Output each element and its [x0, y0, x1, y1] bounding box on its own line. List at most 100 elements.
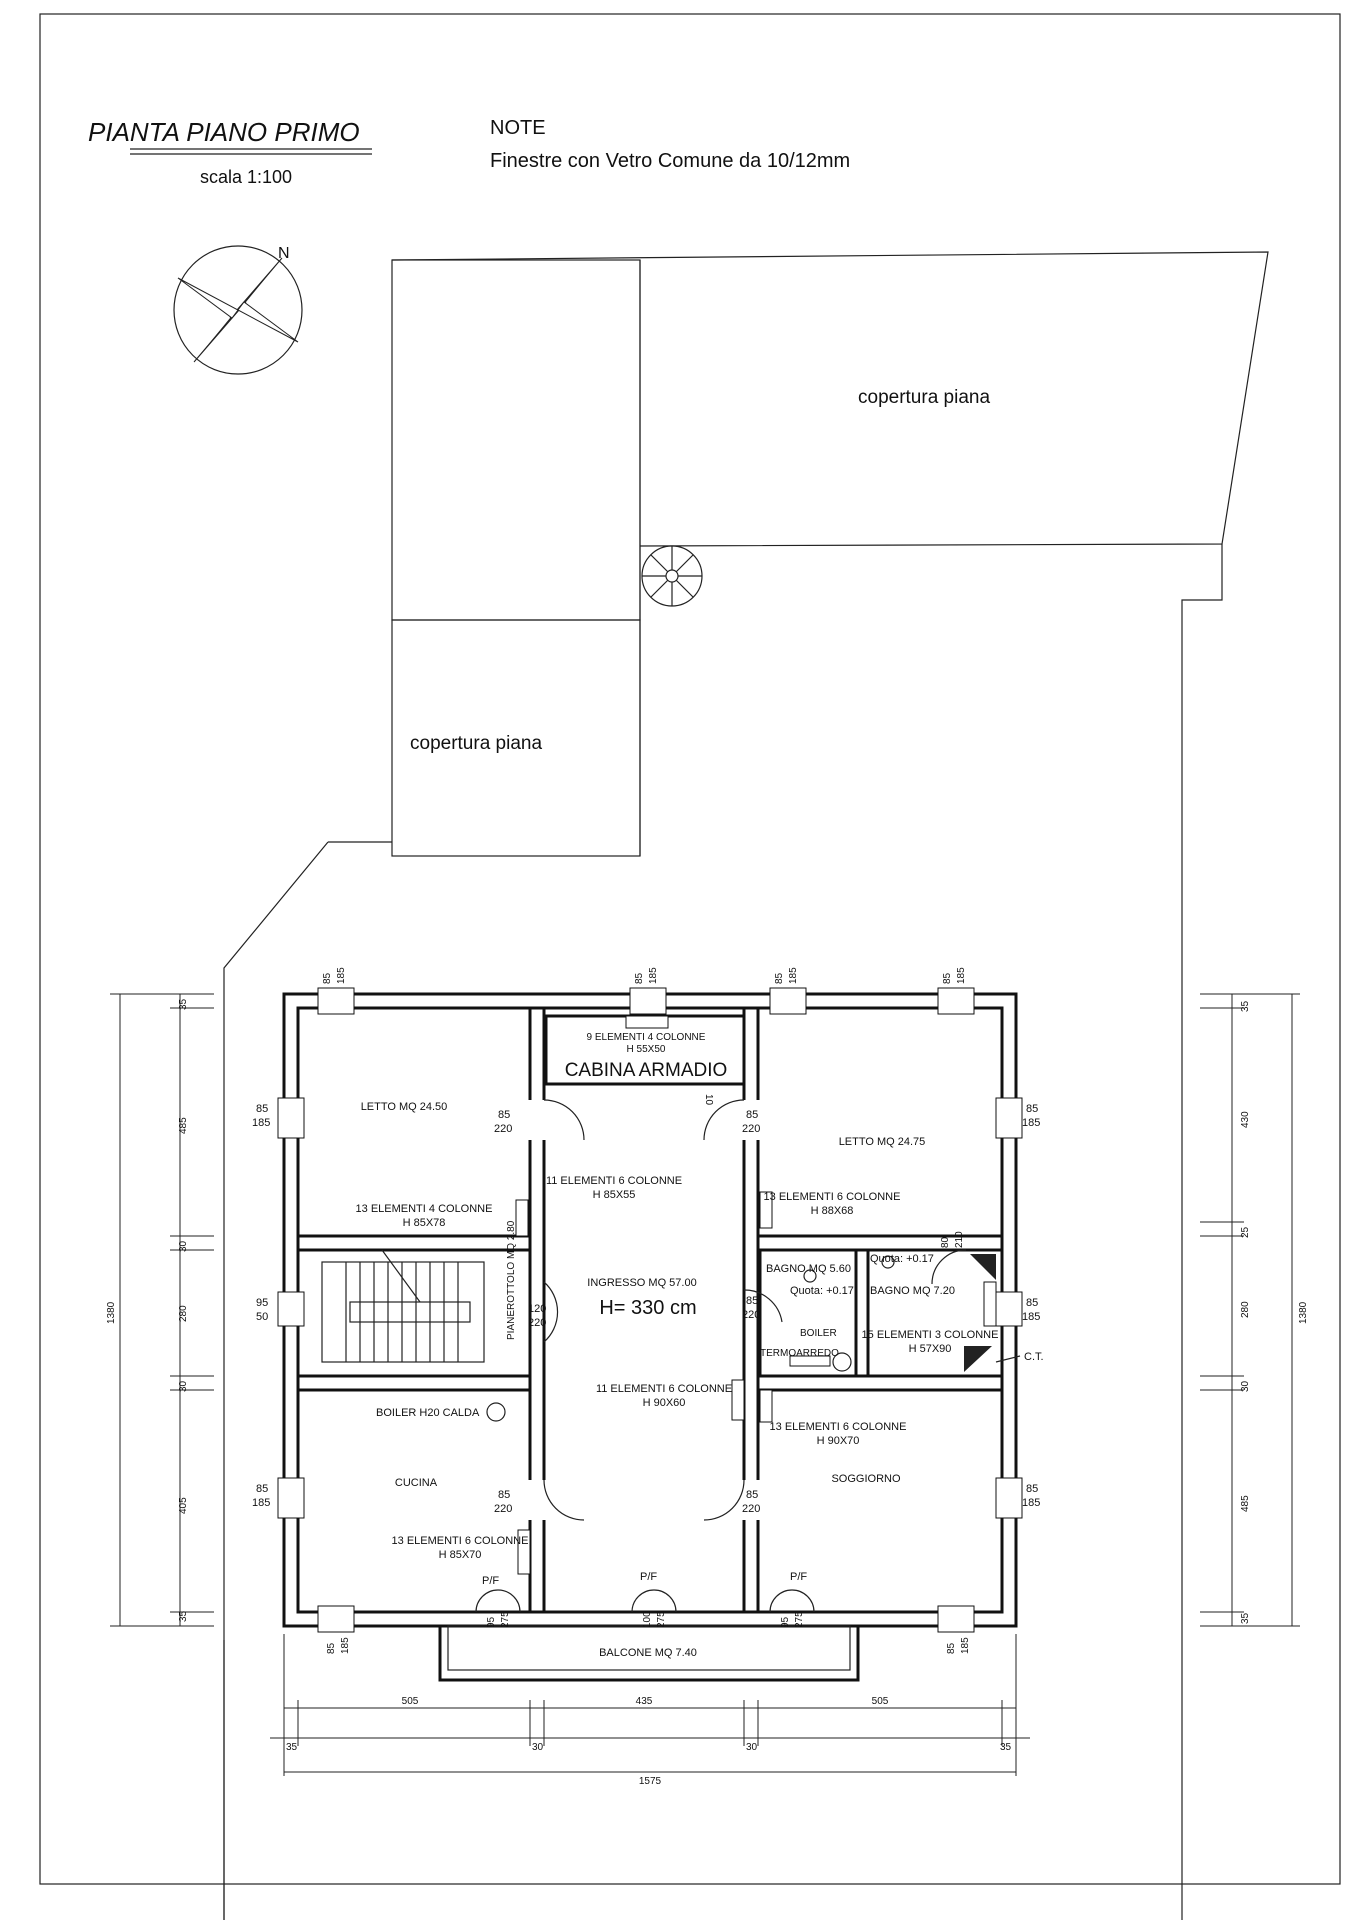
roof-left-label: copertura piana: [410, 733, 542, 754]
ct-label: C.T.: [1024, 1351, 1044, 1363]
bagno-2-quota: Quota: +0.17: [870, 1253, 934, 1265]
svg-text:85: 85: [1026, 1103, 1038, 1115]
rad-bagno2-2: H 57X90: [909, 1343, 952, 1355]
svg-text:30: 30: [532, 1742, 544, 1753]
svg-text:85: 85: [498, 1109, 510, 1121]
rad-letto-r-2: H 88X68: [811, 1205, 854, 1217]
rad-sogg-2: H 90X70: [817, 1435, 860, 1447]
svg-text:220: 220: [742, 1123, 760, 1135]
dimension-chain-right: 35 430 25 280 30 485 35 1380: [1200, 993, 1309, 1627]
room-cabina: CABINA ARMADIO: [565, 1060, 728, 1081]
svg-text:220: 220: [528, 1317, 546, 1329]
svg-text:10: 10: [703, 1094, 714, 1106]
room-cucina: CUCINA: [395, 1477, 438, 1489]
room-bagno-1: BAGNO MQ 5.60: [766, 1263, 851, 1275]
room-pianerottolo: PIANEROTTOLO MQ 2.80: [506, 1220, 517, 1340]
balcony-inner: [447, 1625, 851, 1671]
rad-letto-l-2: H 85X78: [403, 1217, 446, 1229]
svg-text:35: 35: [1240, 1612, 1251, 1624]
svg-text:280: 280: [178, 1305, 189, 1322]
svg-text:P/F: P/F: [482, 1575, 499, 1587]
dimension-chain-bottom: 505 435 505 35 30 30 35 1575: [270, 1634, 1030, 1787]
plan-scale: scala 1:100: [200, 167, 292, 187]
svg-text:485: 485: [1240, 1495, 1251, 1512]
svg-text:220: 220: [494, 1123, 512, 1135]
svg-text:485: 485: [178, 1117, 189, 1134]
rad-letto-l-1: 13 ELEMENTI 4 COLONNE: [356, 1203, 493, 1215]
svg-text:85: 85: [746, 1489, 758, 1501]
room-bagno-2: BAGNO MQ 7.20: [870, 1285, 955, 1297]
svg-text:85: 85: [322, 972, 333, 984]
svg-text:1380: 1380: [1298, 1301, 1309, 1324]
svg-text:50: 50: [256, 1311, 268, 1323]
svg-text:275: 275: [656, 1611, 667, 1628]
site-boundary-right: [1181, 544, 1223, 1925]
svg-text:25: 25: [1240, 1226, 1251, 1238]
room-ingresso: INGRESSO MQ 57.00: [587, 1277, 696, 1289]
svg-text:35: 35: [1240, 1000, 1251, 1012]
svg-text:85: 85: [746, 1295, 758, 1307]
svg-text:185: 185: [648, 967, 659, 984]
svg-text:280: 280: [1240, 1301, 1251, 1318]
plan-title: PIANTA PIANO PRIMO: [88, 117, 360, 147]
svg-text:85: 85: [326, 1642, 337, 1654]
roof-left-upper: [391, 259, 641, 621]
svg-text:85: 85: [1026, 1297, 1038, 1309]
dimension-chain-left: 35 485 30 280 30 405 35 1380: [106, 993, 214, 1627]
svg-text:P/F: P/F: [640, 1571, 657, 1583]
svg-text:185: 185: [1022, 1497, 1040, 1509]
site-boundary-left: [223, 841, 329, 1925]
room-balcone: BALCONE MQ 7.40: [599, 1647, 697, 1659]
boiler-h2o-label: BOILER H20 CALDA: [376, 1407, 480, 1419]
svg-text:80: 80: [940, 1236, 951, 1248]
svg-text:435: 435: [636, 1696, 653, 1707]
roof-right-label: copertura piana: [858, 387, 990, 408]
svg-text:30: 30: [1240, 1380, 1251, 1392]
svg-text:185: 185: [960, 1637, 971, 1654]
svg-text:185: 185: [336, 967, 347, 984]
rad-cucina-1: 13 ELEMENTI 6 COLONNE: [392, 1535, 529, 1547]
svg-text:220: 220: [494, 1503, 512, 1515]
svg-text:185: 185: [252, 1117, 270, 1129]
svg-text:185: 185: [788, 967, 799, 984]
north-compass-icon: N: [173, 245, 303, 375]
stair-icon: [321, 1249, 485, 1363]
note-title: NOTE: [490, 117, 546, 139]
svg-text:95: 95: [486, 1616, 497, 1628]
window-marks: [277, 987, 1023, 1633]
svg-text:P/F: P/F: [790, 1571, 807, 1583]
svg-text:120: 120: [528, 1303, 546, 1315]
rad-ingresso-top-1: 11 ELEMENTI 6 COLONNE: [546, 1175, 682, 1187]
svg-text:210: 210: [954, 1231, 965, 1248]
rad-bagno2-1: 15 ELEMENTI 3 COLONNE: [862, 1329, 999, 1341]
svg-text:185: 185: [1022, 1311, 1040, 1323]
svg-text:505: 505: [402, 1696, 419, 1707]
svg-text:430: 430: [1240, 1111, 1251, 1128]
svg-text:35: 35: [178, 1610, 189, 1622]
svg-text:95: 95: [780, 1616, 791, 1628]
room-soggiorno: SOGGIORNO: [831, 1473, 901, 1485]
room-height: H= 330 cm: [599, 1297, 696, 1319]
svg-text:85: 85: [946, 1642, 957, 1654]
svg-text:35: 35: [178, 998, 189, 1010]
roof-right-outline: [391, 251, 1269, 547]
window-dimension-labels: 85 185 85 185 85 185 85 185 85 185 95 50…: [252, 967, 1040, 1654]
rad-ingresso-bot-2: H 90X60: [643, 1397, 686, 1409]
svg-text:220: 220: [742, 1309, 760, 1321]
svg-text:185: 185: [956, 967, 967, 984]
svg-text:505: 505: [872, 1696, 889, 1707]
svg-text:35: 35: [1000, 1742, 1012, 1753]
svg-text:1575: 1575: [639, 1776, 662, 1787]
termoarredo-label: TERMOARREDO: [760, 1348, 839, 1359]
rad-sogg-1: 13 ELEMENTI 6 COLONNE: [770, 1421, 907, 1433]
note-text: Finestre con Vetro Comune da 10/12mm: [490, 150, 850, 172]
svg-text:30: 30: [178, 1380, 189, 1392]
svg-text:220: 220: [742, 1503, 760, 1515]
svg-text:85: 85: [256, 1483, 268, 1495]
bagno-1-quota: Quota: +0.17: [790, 1285, 854, 1297]
svg-text:185: 185: [1022, 1117, 1040, 1129]
svg-text:85: 85: [942, 972, 953, 984]
door-dimension-labels: 85 220 85 220 120 220 85 220 85 220 85 2…: [482, 1094, 965, 1628]
svg-text:1380: 1380: [106, 1301, 117, 1324]
